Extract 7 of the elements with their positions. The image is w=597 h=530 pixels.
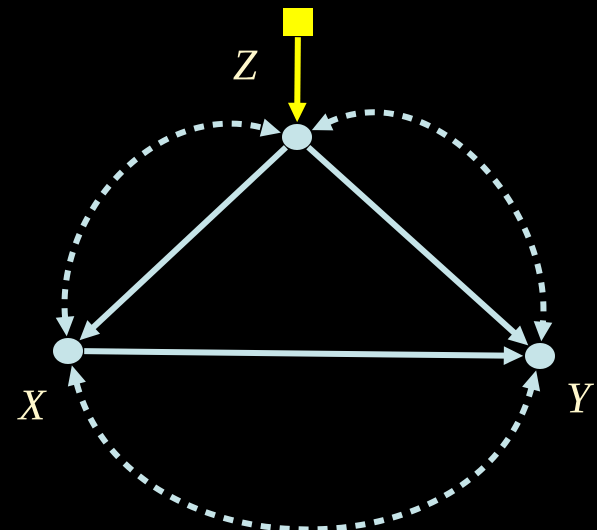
variable-label: Y: [568, 384, 594, 412]
variable-dot: [282, 124, 312, 150]
variable-label: Z: [233, 50, 258, 80]
variable-dot: [525, 343, 555, 369]
variable-dot: [53, 338, 83, 364]
source-square: [283, 8, 313, 36]
variable-label: X: [17, 390, 47, 420]
